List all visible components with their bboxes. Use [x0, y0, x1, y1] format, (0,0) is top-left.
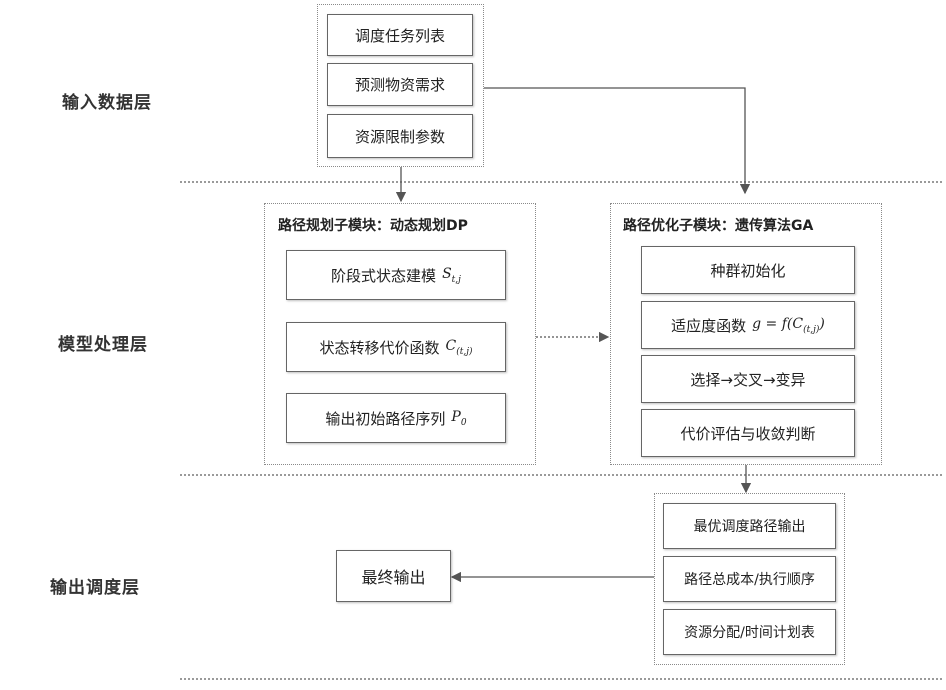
- dp-cost-symbol-main: C: [446, 338, 457, 354]
- ga-selection-crossover-mutation: 选择→交叉→变异: [641, 355, 855, 403]
- input-item-resource-limits: 资源限制参数: [327, 114, 473, 158]
- dp-path-symbol: P0: [451, 409, 466, 428]
- dp-transition-cost: 状态转移代价函数 C(t,j): [286, 322, 506, 372]
- dp-initial-path: 输出初始路径序列 P0: [286, 393, 506, 443]
- dp-state-modeling: 阶段式状态建模 St,j: [286, 250, 506, 300]
- ga-fitness-function: 适应度函数 g = f(C(t,j)): [641, 301, 855, 349]
- dp-cost-symbol-sub: (t,j): [456, 346, 472, 356]
- output-optimal-path: 最优调度路径输出: [663, 503, 836, 549]
- ga-fitness-formula: g = f(C(t,j)): [752, 316, 825, 335]
- input-item-demand: 预测物资需求: [327, 63, 473, 106]
- arrow-input-to-ga: [484, 88, 745, 193]
- ga-fitness-formula-sub: (t,j): [803, 324, 819, 334]
- dp-state-symbol-sub: t,j: [452, 274, 461, 284]
- dp-transition-cost-text: 状态转移代价函数: [319, 337, 439, 358]
- dp-module-title: 路径规划子模块：动态规划DP: [278, 215, 468, 235]
- dp-path-symbol-sub: 0: [461, 417, 467, 427]
- dp-state-symbol: St,j: [442, 266, 461, 285]
- output-cost-order: 路径总成本/执行顺序: [663, 556, 836, 602]
- output-resource-schedule: 资源分配/时间计划表: [663, 609, 836, 655]
- dp-path-symbol-main: P: [451, 409, 460, 425]
- dp-initial-path-text: 输出初始路径序列: [325, 408, 445, 429]
- dp-state-modeling-text: 阶段式状态建模: [331, 265, 436, 286]
- ga-fitness-formula-main: g = f(C: [752, 316, 803, 332]
- input-item-task-list: 调度任务列表: [327, 14, 473, 56]
- ga-module-title: 路径优化子模块：遗传算法GA: [623, 215, 813, 235]
- dp-state-symbol-main: S: [442, 266, 452, 282]
- final-output-box: 最终输出: [336, 550, 451, 602]
- ga-cost-evaluation: 代价评估与收敛判断: [641, 409, 855, 457]
- ga-fitness-formula-end: ): [819, 316, 824, 332]
- ga-fitness-text: 适应度函数: [671, 315, 746, 336]
- dp-cost-symbol: C(t,j): [446, 338, 473, 357]
- ga-population-init: 种群初始化: [641, 246, 855, 294]
